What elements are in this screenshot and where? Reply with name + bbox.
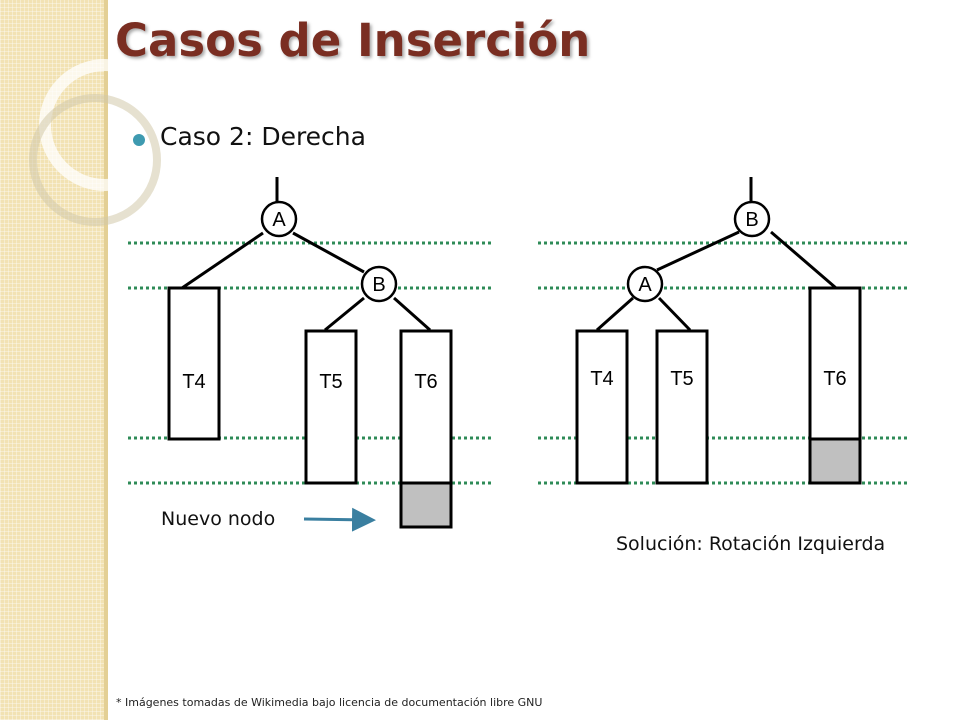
left-node-a: A [260,200,298,238]
edge-b-t5 [324,296,365,332]
subtree-box [575,329,629,485]
left-tree: A B T4 T5 T6 Nuevo nodo [128,177,492,532]
node-circle [626,265,664,303]
new-node-block [399,481,453,529]
right-node-b: B [733,200,771,238]
left-subtree-t5: T5 [304,329,358,485]
left-subtree-t4: T4 [167,286,221,441]
node-label: A [272,209,286,231]
right-node-a: A [626,265,664,303]
subtree-label: T4 [590,368,613,390]
subtree-label: T5 [319,371,342,393]
decorative-ring-inner [29,94,161,226]
edge-b-a [656,230,740,272]
decorative-rings [29,59,171,226]
new-node-caption: Nuevo nodo [161,508,275,530]
footnote: * Imágenes tomadas de Wikimedia bajo lic… [116,696,543,709]
left-node-b: B [360,265,398,303]
new-node-arrow [303,507,376,532]
bullet-text: Caso 2: Derecha [160,122,366,151]
edge-a-t4 [596,296,634,332]
edge-a-b [292,231,365,274]
subtree-label: T6 [414,371,437,393]
left-tree-edges [181,177,431,332]
node-circle [360,265,398,303]
edge-a-t4 [181,231,264,290]
right-tree: B A T4 T5 T6 Solución: Rotación Izquierd… [538,177,907,555]
bullet-dot [133,134,145,146]
right-subtree-t6: T6 [808,286,862,485]
slide-title: Casos de Inserción [115,14,591,67]
decorative-side-edge [104,0,108,720]
edge-b-t6 [393,296,431,332]
subtree-box [655,329,709,485]
node-circle [733,200,771,238]
subtree-label: T4 [182,371,205,393]
node-label: A [638,274,652,296]
right-subtree-t5: T5 [655,329,709,485]
subtree-box [399,329,453,485]
node-circle [260,200,298,238]
edge-b-t6 [770,230,837,290]
new-node-block [808,437,862,485]
right-tree-edges [596,177,837,332]
subtree-label: T5 [670,368,693,390]
solution-caption: Solución: Rotación Izquierda [616,533,885,555]
node-label: B [745,209,758,231]
subtree-box [808,286,862,441]
subtree-box [304,329,358,485]
subtree-box [167,286,221,441]
right-subtree-t4: T4 [575,329,629,485]
node-label: B [372,274,385,296]
edge-a-t5 [657,296,692,332]
subtree-label: T6 [823,368,846,390]
left-subtree-t6: T6 [399,329,453,529]
